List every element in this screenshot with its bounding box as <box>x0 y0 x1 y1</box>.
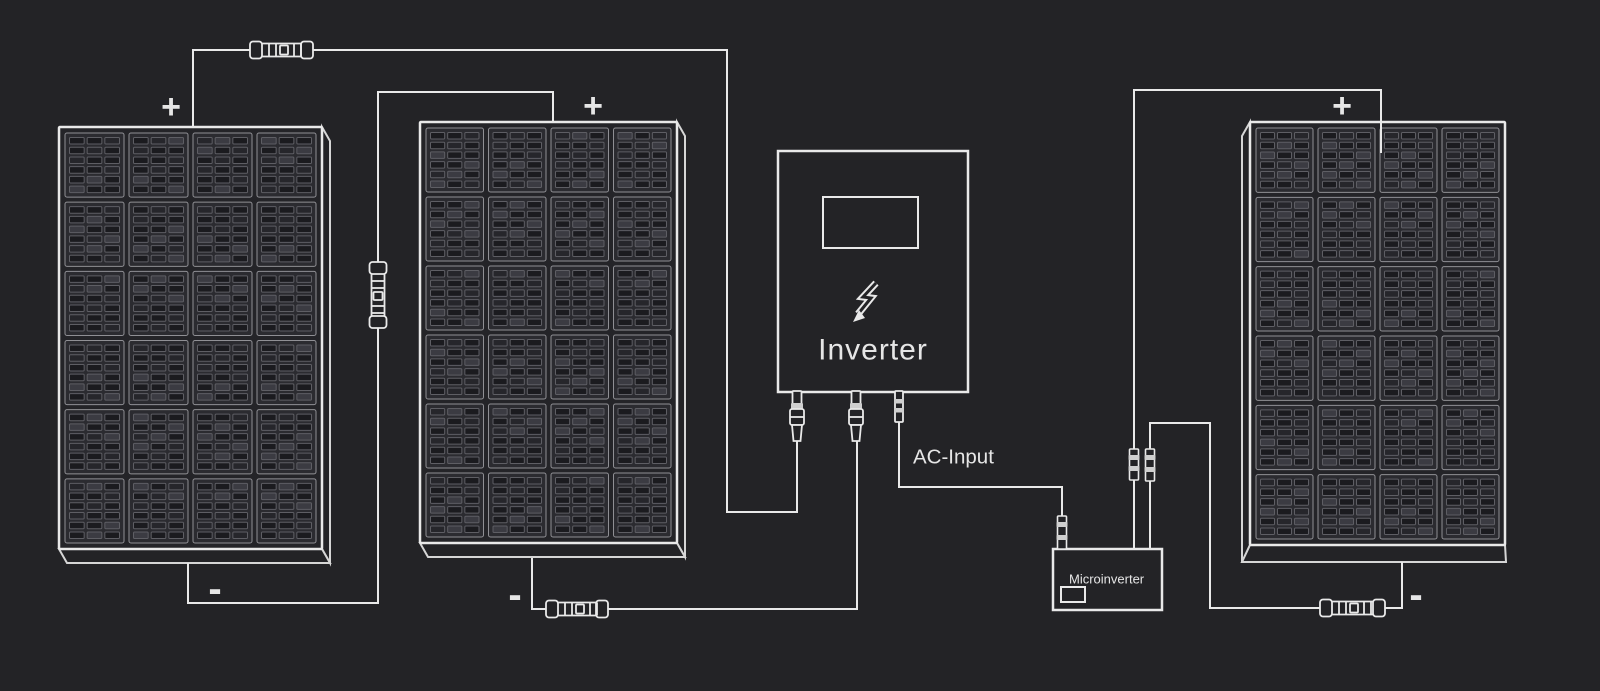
labels: + + + - - - AC-Input <box>161 87 1423 617</box>
inverter-body <box>776 149 970 394</box>
solar-panel-middle <box>418 118 687 561</box>
microinverter-body <box>1051 547 1164 612</box>
microinverter-box: Microinverter <box>1051 547 1164 612</box>
microinverter-ac-connector <box>1056 515 1068 550</box>
wire-panel1-positive-to-inverter <box>192 49 798 513</box>
solar-panel-right <box>1240 118 1508 563</box>
microinverter-dc-connector-right <box>1144 448 1156 482</box>
solar-panel-left <box>57 123 332 567</box>
mc4-connector-panel1-positive <box>249 40 314 60</box>
inverter-ac-connector <box>894 390 904 423</box>
inverter-display <box>822 196 919 249</box>
wire-panel1-negative-to-panel2-positive <box>187 91 554 604</box>
ac-input-label: AC-Input <box>913 446 994 469</box>
solar-panels <box>57 118 1508 567</box>
panel-middle-positive-label: + <box>583 87 603 125</box>
wire-panel3-negative-to-microinverter <box>1149 422 1403 609</box>
connectors <box>249 40 1386 619</box>
lightning-icon <box>853 280 879 322</box>
mc4-connector-panel3-negative <box>1319 598 1386 618</box>
wire-panel3-positive-to-microinverter <box>1133 89 1382 549</box>
wire-inverter-ac-to-microinverter <box>898 420 1063 520</box>
inverter-box: Inverter <box>776 149 970 394</box>
panel-left-positive-label: + <box>161 88 181 126</box>
microinverter-dc-connector-left <box>1128 448 1140 481</box>
panel-left-negative-label: - <box>208 567 221 611</box>
wire-panel2-negative-to-inverter <box>531 440 858 610</box>
inverter-label: Inverter <box>818 334 928 367</box>
panel-middle-negative-label: - <box>508 573 521 617</box>
microinverter-port <box>1060 586 1086 603</box>
inverter-dc-connector-middle <box>848 390 864 442</box>
panel-right-positive-label: + <box>1332 87 1352 125</box>
mc4-connector-series-link <box>368 261 388 329</box>
panel-right-negative-label: - <box>1409 573 1422 617</box>
microinverter-label: Microinverter <box>1069 572 1145 587</box>
wiring <box>187 49 1403 610</box>
inverter-dc-connector-left <box>789 390 805 442</box>
mc4-connector-panel2-negative <box>545 599 609 619</box>
